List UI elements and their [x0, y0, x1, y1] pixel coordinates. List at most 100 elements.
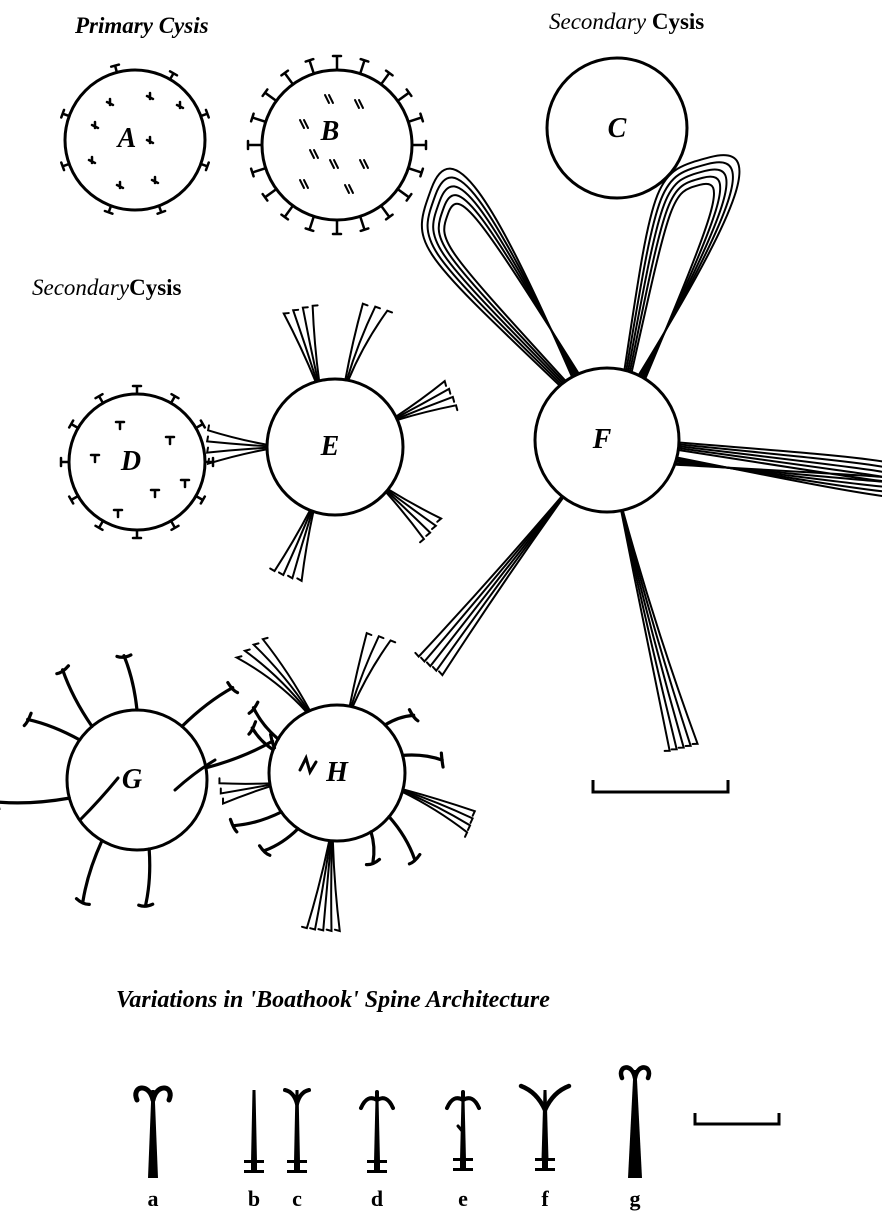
cyst-h-bundle-strand [318, 841, 331, 931]
cyst-a-spine [105, 206, 113, 214]
cyst-f-loop-right-strand [630, 177, 720, 378]
spine-c-collar [287, 1160, 307, 1163]
cyst-b-mark [360, 160, 368, 168]
cyst-e-bundle [345, 304, 392, 381]
cyst-b-mark [300, 180, 308, 188]
spine-d-collar [374, 1163, 380, 1170]
cyst-g-spine [57, 666, 92, 727]
spine-f-label: f [541, 1186, 549, 1211]
cyst-d-label: D [120, 446, 141, 477]
cyst-h-bundle-strand [237, 656, 307, 712]
cyst-f-bundle-s-strand [621, 511, 669, 751]
cyst-b-label: B [320, 116, 340, 147]
cyst-h-internal-spine [300, 758, 316, 772]
cyst-g-spine [0, 795, 69, 809]
cyst-a-mark [177, 102, 183, 108]
spine-f-collar [535, 1168, 555, 1171]
spine-d: d [361, 1092, 393, 1211]
cyst-g-internal-spine [80, 778, 118, 820]
cyst-g-spine [182, 683, 238, 727]
cyst-e-bundle-strand [387, 491, 430, 536]
cyst-a: A [61, 65, 208, 214]
cyst-b-spine [412, 141, 426, 149]
scale-bar-spines [695, 1113, 779, 1124]
cyst-h-bundle-strand [333, 841, 340, 931]
spine-e: e [447, 1092, 479, 1211]
cyst-b-spine [248, 141, 262, 149]
cyst-h-spine [366, 832, 379, 865]
cyst-e-label: E [320, 431, 340, 462]
spine-e-label: e [458, 1186, 468, 1211]
spine-b: b [244, 1090, 264, 1211]
cyst-e-bundle-strand [348, 311, 392, 381]
cyst-h-bundle-strand [351, 636, 383, 706]
cyst-b-mark [355, 100, 363, 108]
cyst-b-spine [263, 89, 277, 100]
cyst-b: B [248, 56, 426, 234]
cyst-f-bundle-s [621, 510, 697, 751]
spine-b-collar [244, 1160, 264, 1163]
cyst-e-bundle [270, 510, 313, 581]
spine-b-stem [251, 1090, 257, 1162]
cyst-e-bundle-strand [345, 304, 367, 380]
cyst-a-mark [117, 182, 123, 188]
spine-a-label: a [148, 1186, 159, 1211]
cyst-e-bundle [207, 425, 267, 463]
cyst-b-spine [381, 206, 392, 220]
cyst-h-spine [230, 812, 281, 832]
cyst-e-bundle [386, 489, 441, 542]
cyst-c-label: C [608, 113, 627, 144]
spine-d-collar [367, 1170, 387, 1173]
cyst-d-spine [96, 521, 103, 530]
spine-g-label: g [630, 1186, 641, 1211]
cyst-f-loop-left-strand [433, 186, 575, 383]
cyst-g: G [0, 655, 274, 906]
cyst-e-bundle [284, 305, 319, 381]
spine-g: g [621, 1067, 649, 1211]
cyst-f-bundle-s-strand [622, 511, 677, 750]
cyst-e: E [207, 304, 457, 581]
cyst-d-mark [114, 510, 122, 517]
cyst-d: D [61, 386, 213, 538]
cyst-f-loop-left [422, 169, 579, 386]
cyst-b-spine [281, 71, 292, 85]
cyst-e-bundle [396, 381, 457, 420]
cyst-b-mark [345, 185, 353, 193]
cyst-g-spine [117, 655, 137, 710]
cyst-d-mark [116, 422, 124, 429]
cyst-a-mark [89, 157, 95, 163]
spine-d-label: d [371, 1186, 383, 1211]
cyst-a-spine [61, 163, 69, 171]
cyst-d-spine [196, 496, 205, 503]
cyst-e-bundle-strand [396, 381, 446, 417]
cyst-h-bundle [219, 778, 270, 803]
cyst-b-spine [333, 220, 341, 234]
cyst-d-mark [181, 480, 189, 487]
cyst-h-bundle-strand [263, 638, 310, 711]
spine-d-collar [367, 1160, 387, 1163]
spine-e-collar [453, 1168, 473, 1171]
cyst-e-bundle-strand [347, 307, 380, 380]
cyst-h-spine [260, 829, 298, 856]
cyst-a-mark [107, 99, 113, 105]
cyst-a-mark [147, 137, 153, 143]
cyst-h-bundle [302, 841, 340, 931]
cyst-d-spine [171, 394, 178, 403]
spine-e-collar [460, 1161, 466, 1168]
cyst-h-label: H [325, 757, 349, 788]
cyst-g-spine [139, 849, 153, 906]
spine-f: f [521, 1086, 569, 1211]
spine-f-collar [542, 1161, 548, 1168]
cyst-d-spine [69, 496, 78, 503]
cyst-g-spine [24, 713, 79, 740]
cyst-b-spine [333, 56, 341, 70]
cyst-h-bundle [402, 789, 474, 837]
cyst-h-spine [249, 702, 278, 739]
spine-e-collar [453, 1158, 473, 1161]
cyst-a-spine [201, 110, 209, 118]
cyst-g-internal-spine [175, 760, 215, 790]
cyst-a-spine [111, 65, 119, 73]
cyst-h-bundle [350, 633, 396, 707]
